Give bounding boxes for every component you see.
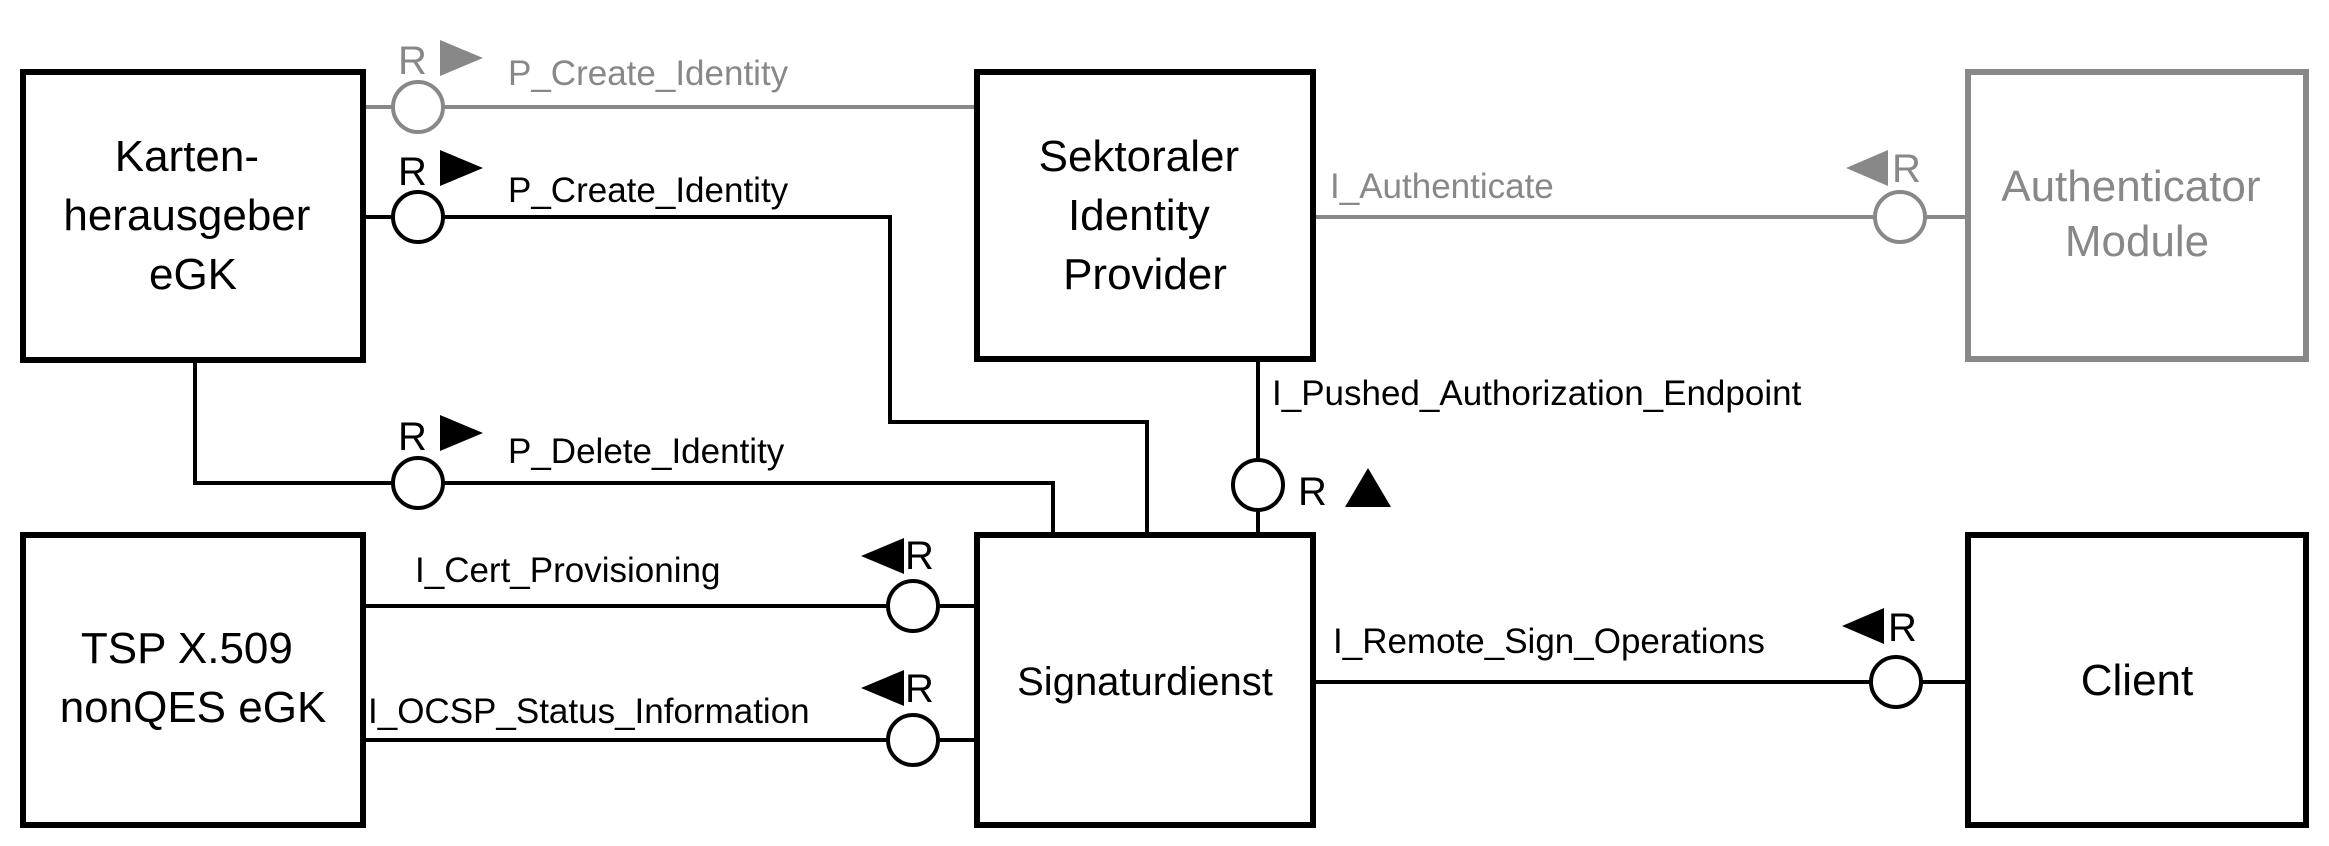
component-label-client: Client (2081, 656, 2194, 705)
interface-socket-i-cert-provisioning (886, 579, 940, 633)
interface-label-i-authenticate: I_Authenticate (1330, 167, 1554, 206)
component-label-kartenherausgeber: Karten- herausgeber eGK (63, 132, 322, 299)
component-kartenherausgeber (20, 69, 366, 363)
role-label-i-authenticate: R (1892, 147, 1921, 191)
role-label-p-delete-identity: R (398, 415, 427, 459)
component-label-tsp: TSP X.509 nonQES eGK (60, 624, 327, 732)
interface-socket-i-ocsp-status (886, 713, 940, 767)
role-label-i-cert-provisioning: R (905, 534, 934, 578)
component-authenticator-module (1965, 69, 2309, 362)
interface-label-i-pushed-authorization: I_Pushed_Authorization_Endpoint (1272, 374, 1802, 413)
component-label-signaturdienst: Signaturdienst (1017, 660, 1273, 704)
interface-label-p-delete-identity: P_Delete_Identity (508, 432, 785, 471)
interface-label-p-create-identity: P_Create_Identity (508, 171, 789, 210)
arrow-right-icon (440, 150, 483, 186)
interface-socket-p-create-identity-gray (391, 80, 445, 134)
role-label-i-ocsp-status: R (905, 667, 934, 711)
arrow-up-icon (1345, 468, 1391, 507)
interface-socket-p-create-identity (391, 190, 445, 244)
arrow-left-icon (861, 670, 904, 706)
interface-label-i-remote-sign: I_Remote_Sign_Operations (1333, 622, 1765, 661)
interface-socket-p-delete-identity (391, 456, 445, 510)
arrow-right-icon (440, 40, 483, 76)
interface-socket-i-authenticate (1873, 190, 1927, 244)
component-label-sektoraler-idp: Sektoraler Identity Provider (1039, 132, 1252, 299)
role-label-i-pushed-authorization: R (1298, 470, 1327, 514)
component-client (1965, 532, 2309, 828)
arrow-left-icon (861, 538, 904, 574)
role-label-p-create-identity: R (398, 150, 427, 194)
connector-p-create-identity (363, 215, 1149, 535)
component-sektoraler-idp (974, 69, 1316, 362)
component-label-authenticator: Authenticator Module (2001, 162, 2273, 266)
interface-label-i-ocsp-status: I_OCSP_Status_Information (368, 692, 810, 731)
component-signaturdienst (974, 532, 1316, 828)
interface-label-i-cert-provisioning: I_Cert_Provisioning (415, 551, 720, 590)
arrow-left-icon (1842, 608, 1884, 644)
interface-socket-i-remote-sign (1869, 655, 1923, 709)
arrow-right-icon (440, 415, 483, 451)
role-label-i-remote-sign: R (1888, 606, 1917, 650)
role-label-p-create-identity-gray: R (398, 39, 427, 83)
component-tsp (20, 532, 366, 828)
interface-label-p-create-identity-gray: P_Create_Identity (508, 54, 789, 93)
arrow-left-icon (1846, 150, 1888, 186)
interface-socket-i-pushed-authorization (1231, 458, 1285, 512)
connector-p-delete-identity (193, 360, 1055, 535)
